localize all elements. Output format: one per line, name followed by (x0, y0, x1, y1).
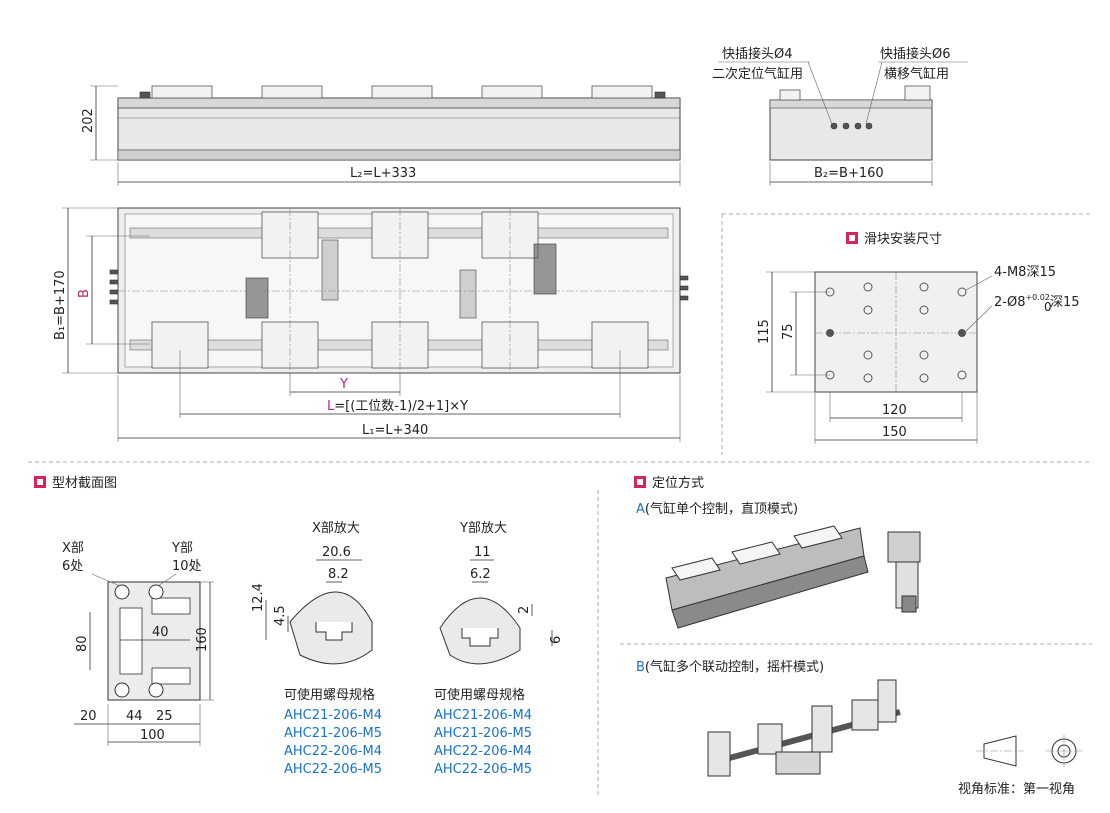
top-y-label: Y (339, 377, 348, 392)
nut-x-3: AHC22-206-M4 (284, 744, 382, 759)
front-length-dim: L₂=L+333 (350, 166, 416, 181)
slider-thread-note: 4-M8深15 (994, 265, 1056, 280)
x-dim-12-4: 12.4 (251, 583, 266, 612)
slider-pin-tol-lower: 0 (1044, 300, 1052, 314)
fitting-right-line1: 快插接头Ø6 (880, 46, 951, 62)
top-l-formula: =[(工位数-1)/2+1]×Y (334, 399, 468, 414)
nut-y-3: AHC22-206-M4 (434, 744, 532, 759)
projection-symbol: 视角标准：第一视角 (958, 735, 1082, 797)
y-zoom-title: Y部放大 (459, 521, 507, 536)
mode-a-illustration (665, 525, 921, 629)
positioning-section: 定位方式 A(气缸单个控制，直顶模式) B(气缸多个联动控制，摇杆模式) (620, 475, 1092, 777)
profile-dim-40: 40 (152, 625, 169, 640)
positioning-b-desc: (气缸多个联动控制，摇杆模式) (645, 659, 824, 675)
slider-pin-suffix: 深15 (1050, 295, 1080, 310)
fitting-right-line2: 横移气缸用 (884, 66, 949, 82)
profile-dim-160: 160 (195, 627, 210, 652)
profile-y-count: 10处 (172, 559, 202, 574)
profile-dim-20: 20 (80, 709, 97, 724)
svg-text:2-Ø8+0.02深15: 2-Ø8+0.02深15 (994, 293, 1080, 310)
y-dim-11: 11 (474, 545, 491, 560)
nut-y-2: AHC21-206-M5 (434, 726, 532, 741)
slider-dim-115: 115 (757, 319, 772, 344)
slider-section: 滑块安装尺寸 4-M8深15 2-Ø8+0.02深15 0 115 75 (721, 213, 1092, 455)
top-b-label: B (77, 289, 92, 298)
slider-holes (825, 282, 967, 383)
slider-pin-tol-upper: +0.02 (1025, 293, 1050, 302)
svg-text:B(气缸多个联动控制，摇杆模式): B(气缸多个联动控制，摇杆模式) (636, 659, 824, 675)
slider-pin-prefix: 2-Ø8 (994, 295, 1025, 310)
nut-title-y: 可使用螺母规格 (434, 687, 525, 703)
projection-label: 视角标准：第一视角 (958, 782, 1075, 797)
mode-b-illustration (707, 679, 901, 777)
top-l-label: L (327, 399, 335, 414)
profile-section: 型材截面图 X部 6处 Y部 10处 40 80 160 20 44 25 (34, 476, 564, 777)
x-zoom-title: X部放大 (312, 521, 360, 536)
x-dim-20-6: 20.6 (322, 545, 351, 560)
slider-dim-120: 120 (882, 403, 907, 418)
slider-dim-150: 150 (882, 425, 907, 440)
profile-dim-80: 80 (75, 635, 90, 652)
top-l1-dim: L₁=L+340 (362, 423, 428, 438)
fitting-left-line2: 二次定位气缸用 (712, 66, 803, 82)
side-width-dim: B₂=B+160 (814, 166, 884, 181)
positioning-a-desc: (气缸单个控制，直顶模式) (645, 501, 798, 517)
nut-x-4: AHC22-206-M5 (284, 762, 382, 777)
y-dim-2: 2 (517, 606, 532, 614)
profile-dim-25: 25 (156, 709, 173, 724)
nut-title-x: 可使用螺母规格 (284, 687, 375, 703)
profile-y-part: Y部 (171, 541, 193, 556)
profile-dim-100: 100 (140, 728, 165, 743)
nut-y-1: AHC21-206-M4 (434, 708, 532, 723)
top-view: B₁=B+170 B Y L=[(工位数-1)/2+1]×Y L₁=L+340 (53, 207, 689, 442)
positioning-title: 定位方式 (652, 475, 704, 491)
slider-dim-75: 75 (781, 323, 796, 340)
profile-x-count: 6处 (62, 559, 83, 574)
nut-y-4: AHC22-206-M5 (434, 762, 532, 777)
x-dim-8-2: 8.2 (328, 567, 349, 582)
nut-x-2: AHC21-206-M5 (284, 726, 382, 741)
y-dim-6: 6 (549, 636, 564, 644)
front-height-dim: 202 (81, 108, 96, 133)
top-width-dim: B₁=B+170 (53, 270, 68, 340)
y-dim-6-2: 6.2 (470, 567, 491, 582)
positioning-b-letter: B (636, 660, 645, 675)
front-view: 202 L₂=L+333 (81, 85, 681, 186)
positioning-a-letter: A (636, 502, 645, 517)
profile-x-part: X部 (62, 541, 84, 556)
svg-text:A(气缸单个控制，直顶模式): A(气缸单个控制，直顶模式) (636, 501, 798, 517)
nut-x-1: AHC21-206-M4 (284, 708, 382, 723)
side-view: 快插接头Ø4 二次定位气缸用 快插接头Ø6 横移气缸用 B₂=B+160 (712, 46, 968, 186)
profile-dim-44: 44 (126, 709, 143, 724)
svg-text:L=[(工位数-1)/2+1]×Y: L=[(工位数-1)/2+1]×Y (327, 399, 468, 414)
slider-title: 滑块安装尺寸 (864, 232, 942, 247)
x-dim-4-5: 4.5 (273, 605, 288, 626)
fitting-left-line1: 快插接头Ø4 (722, 46, 793, 62)
profile-title: 型材截面图 (52, 476, 117, 491)
